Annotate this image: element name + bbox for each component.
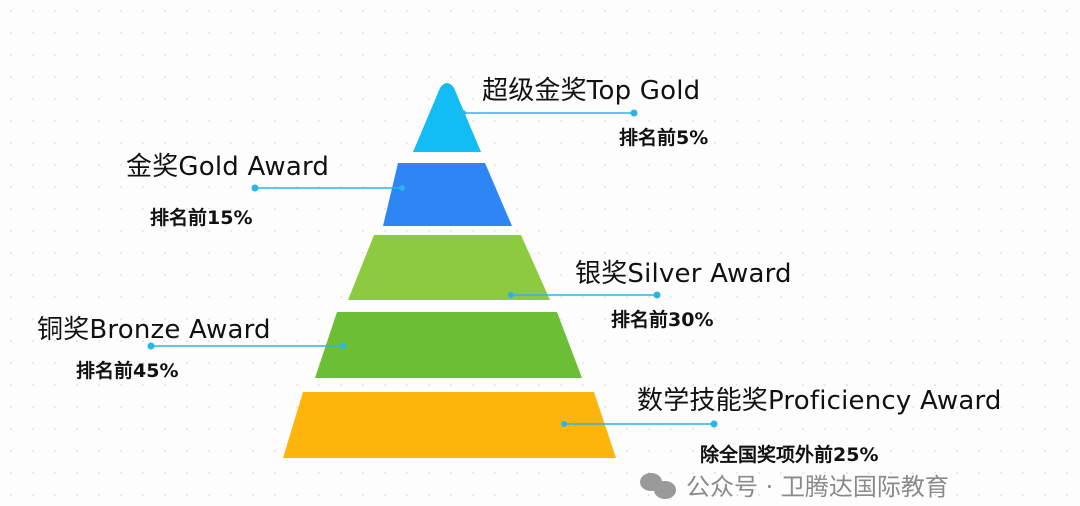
tier-rank-silver: 排名前30% — [611, 309, 714, 331]
pyramid-tier-proficiency — [283, 392, 616, 458]
connector-top-gold — [460, 109, 638, 117]
tier-title-silver: 银奖Silver Award — [575, 259, 792, 289]
pyramid-tier-silver — [348, 235, 550, 300]
connector-silver — [508, 291, 661, 299]
tier-title-proficiency: 数学技能奖Proficiency Award — [637, 386, 1002, 416]
tier-title-top-gold: 超级金奖Top Gold — [482, 76, 701, 106]
tier-title-gold: 金奖Gold Award — [126, 152, 330, 182]
tier-rank-top-gold: 排名前5% — [619, 127, 709, 149]
watermark: 公众号 · 卫腾达国际教育 — [640, 472, 949, 502]
pyramid-tier-bronze — [315, 312, 582, 378]
tier-title-bronze: 铜奖Bronze Award — [37, 315, 271, 345]
pyramid-tier-gold — [383, 163, 512, 226]
connector-bronze — [147, 342, 346, 350]
tier-rank-gold: 排名前15% — [150, 207, 253, 229]
watermark-text: 公众号 · 卫腾达国际教育 — [686, 473, 949, 501]
pyramid-tier-top-gold — [413, 83, 481, 152]
tier-rank-proficiency: 除全国奖项外前25% — [700, 444, 879, 466]
tier-rank-bronze: 排名前45% — [76, 360, 179, 382]
connector-proficiency — [561, 420, 718, 428]
wechat-icon — [640, 473, 680, 501]
connector-gold — [251, 184, 405, 192]
